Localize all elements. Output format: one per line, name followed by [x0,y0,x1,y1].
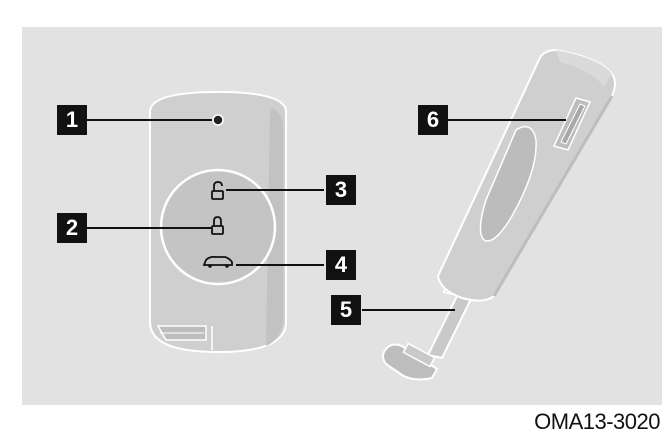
callout-2: 2 [57,213,87,243]
release-button [552,97,592,151]
unlock-icon [211,181,224,200]
callout-1: 1 [57,105,87,135]
lock-icon [211,216,224,235]
callout-4: 4 [326,250,356,280]
grip-recess [479,125,537,242]
trunk-open-icon [202,255,233,268]
callout-6: 6 [418,105,448,135]
mechanical-key [382,48,616,381]
callout-5: 5 [331,295,361,325]
indicator-light [212,114,224,126]
leader-lines [87,119,566,311]
callout-3: 3 [326,175,356,205]
figure-code: OMA13-3020 [534,409,660,434]
smart-key-fob [149,90,287,354]
